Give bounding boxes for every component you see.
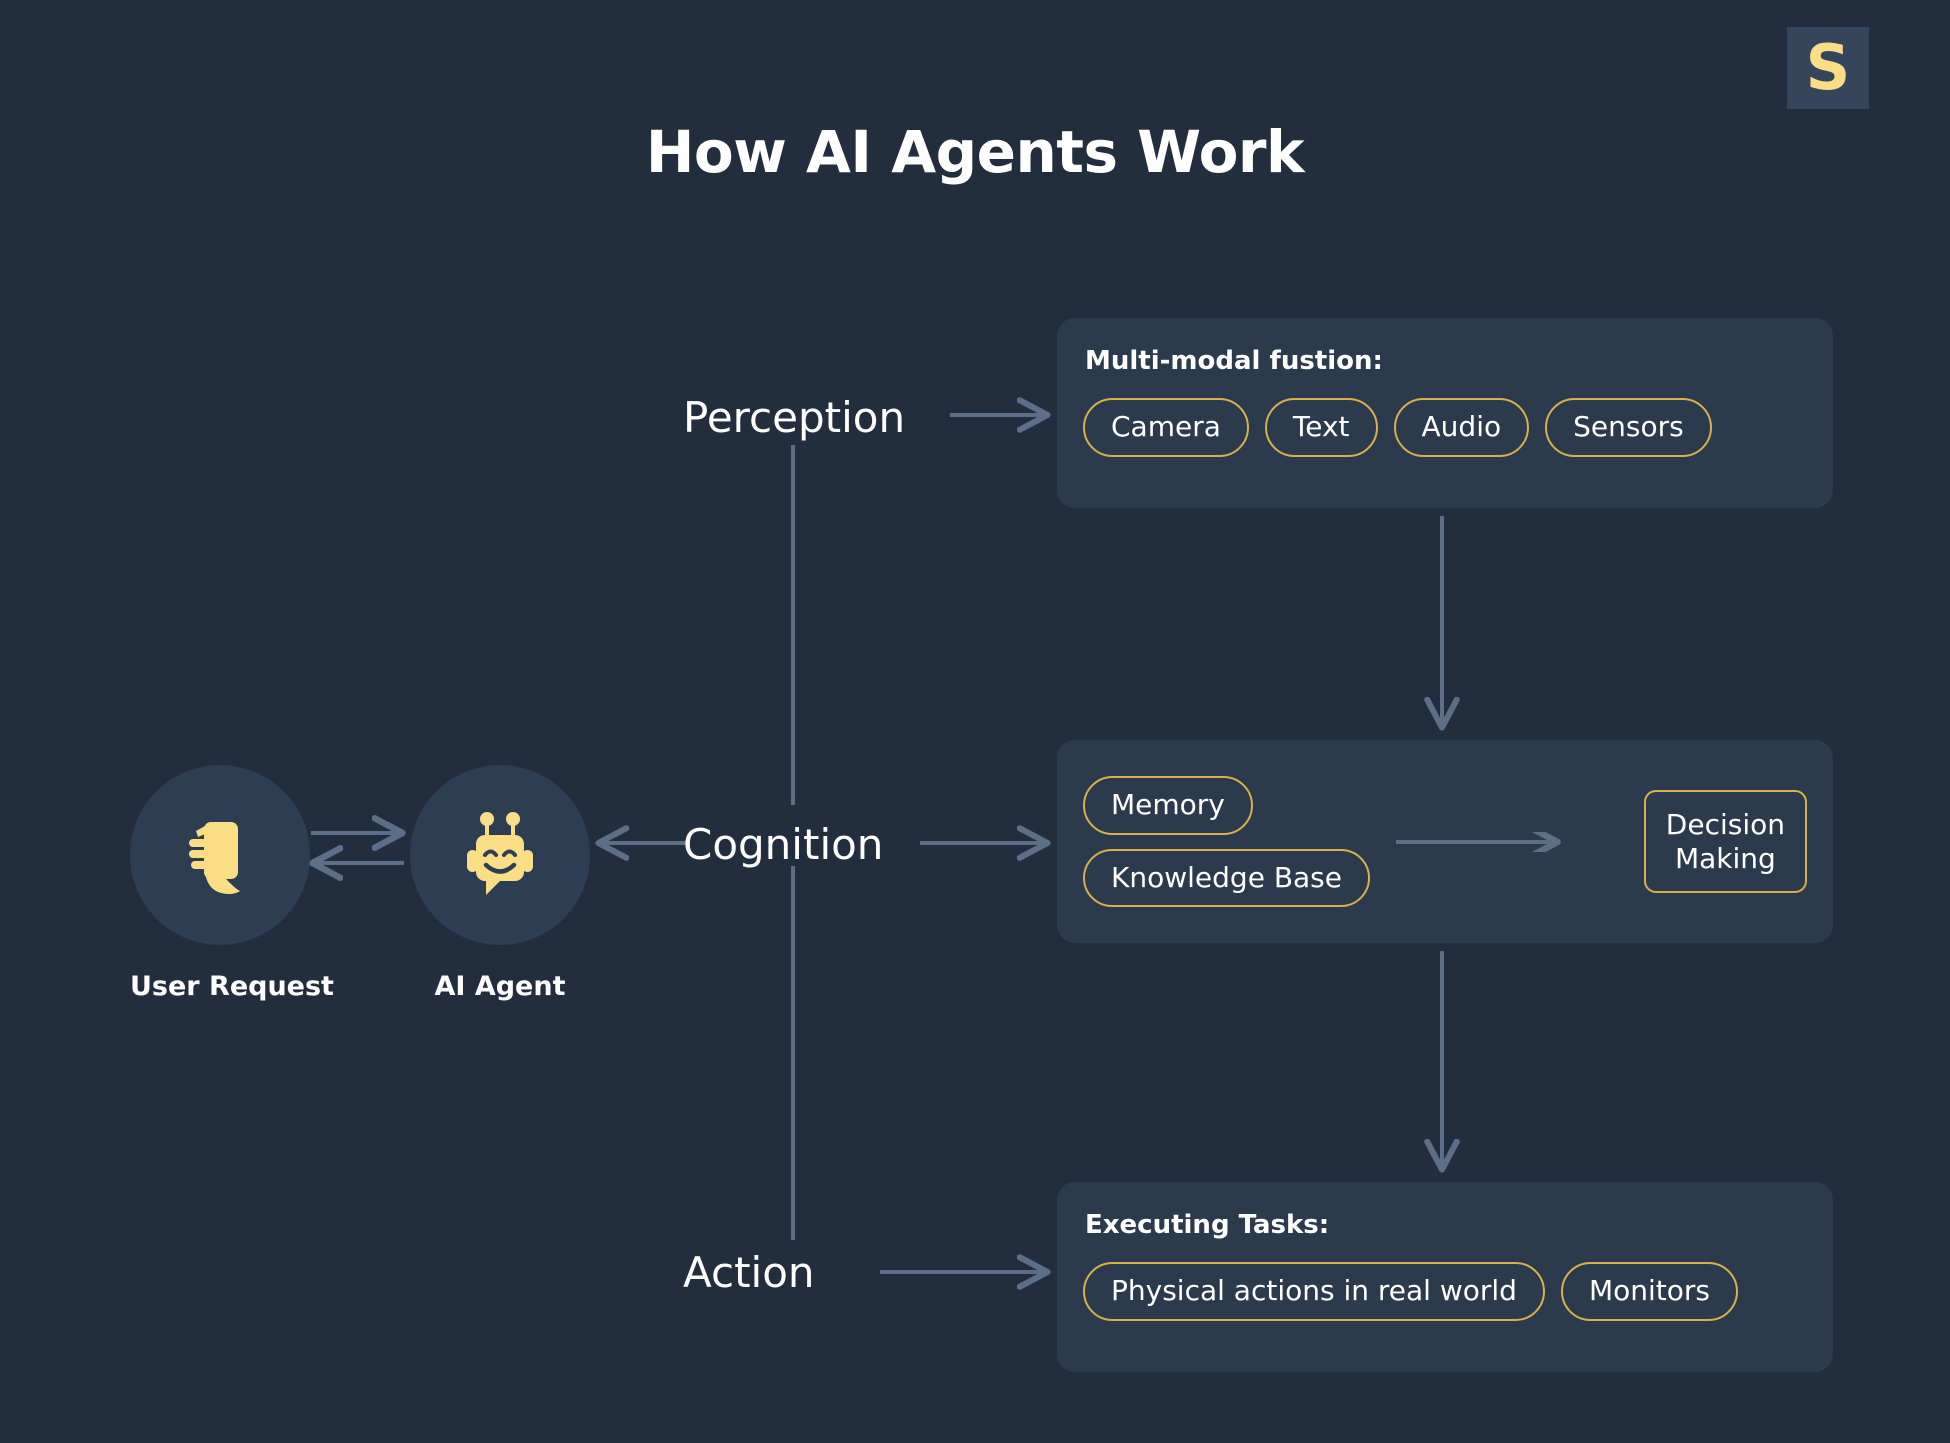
actor-ai-agent-label: AI Agent [434,971,566,1002]
actor-ai-agent[interactable]: AI Agent [410,765,590,1002]
panel-action: Executing Tasks: Physical actions in rea… [1057,1182,1833,1372]
stage-label-perception: Perception [683,393,906,442]
user-agent-exchange-arrows [305,805,410,905]
decision-making-box[interactable]: Decision Making [1643,790,1807,893]
panel-perception-heading: Multi-modal fustion: [1085,346,1383,376]
chip-memory[interactable]: Memory [1083,775,1253,835]
robot-face-icon [467,812,533,895]
panel-cognition-chip-stack: Memory Knowledge Base [1083,775,1370,908]
panel-action-chip-row: Physical actions in real world Monitors [1083,1262,1807,1321]
panel-perception: Multi-modal fustion: Camera Text Audio S… [1057,318,1833,508]
actor-user-request-label: User Request [130,971,334,1002]
chip-knowledge-base[interactable]: Knowledge Base [1083,848,1370,908]
panel-perception-chip-row: Camera Text Audio Sensors [1083,398,1807,457]
chip-sensors[interactable]: Sensors [1545,398,1712,457]
chip-text[interactable]: Text [1264,398,1378,457]
stage-label-cognition: Cognition [683,820,884,869]
arrow-memory-to-decision [1396,832,1564,852]
chip-camera[interactable]: Camera [1083,398,1249,457]
actor-user-request[interactable]: User Request [130,765,334,1002]
actor-ai-agent-circle [410,765,590,945]
chip-physical-actions[interactable]: Physical actions in real world [1083,1262,1545,1321]
hand-holding-phone-icon [189,822,240,894]
brand-logo-letter: S [1805,31,1851,104]
panel-cognition: Memory Knowledge Base Decision Making [1057,740,1833,943]
brand-logo-badge: S [1787,27,1869,109]
chip-audio[interactable]: Audio [1393,398,1530,457]
panel-action-heading: Executing Tasks: [1085,1210,1330,1240]
actor-user-request-circle [130,765,310,945]
page-title: How AI Agents Work [645,118,1305,186]
stage-label-action: Action [683,1248,815,1297]
chip-monitors[interactable]: Monitors [1560,1262,1738,1321]
panel-cognition-inner: Memory Knowledge Base Decision Making [1083,766,1807,917]
